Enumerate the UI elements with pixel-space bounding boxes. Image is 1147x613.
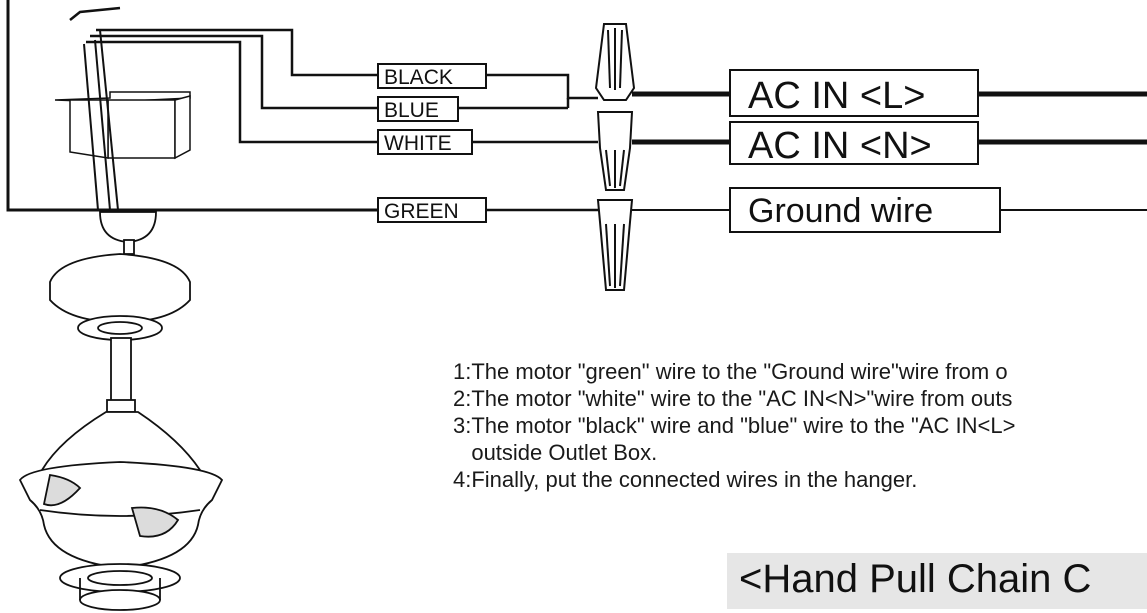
instruction-line-1: 1:The motor "green" wire to the "Ground … bbox=[453, 359, 1008, 384]
white-label: WHITE bbox=[384, 132, 452, 155]
fan-canopy-icon bbox=[49, 211, 191, 341]
ac-in-l-label: AC IN <L> bbox=[748, 75, 925, 117]
blue-wire-run bbox=[90, 34, 378, 110]
black-wire bbox=[69, 6, 121, 21]
green-label: GREEN bbox=[384, 200, 459, 223]
wire-nut-3-icon bbox=[596, 199, 634, 291]
white-wire-run bbox=[86, 40, 378, 144]
wire-nut-2-icon bbox=[596, 111, 634, 191]
black-wire-run bbox=[96, 28, 378, 77]
wire-nut-1-icon bbox=[594, 23, 636, 101]
ac-in-n-label: AC IN <N> bbox=[748, 125, 932, 167]
instruction-line-4: 4:Finally, put the connected wires in th… bbox=[453, 467, 918, 492]
ceiling-outline bbox=[6, 0, 378, 212]
black-blue-join bbox=[540, 73, 598, 100]
instruction-line-2: 2:The motor "white" wire to the "AC IN<N… bbox=[453, 386, 1013, 411]
motor-housing-icon bbox=[18, 411, 224, 611]
blue-label: BLUE bbox=[384, 99, 439, 122]
wire-nuts bbox=[594, 23, 636, 291]
section-title: <Hand Pull Chain C bbox=[727, 553, 1147, 609]
downrod-icon bbox=[106, 337, 136, 413]
supply-wires bbox=[632, 91, 1147, 211]
instruction-line-3-cont: outside Outlet Box. bbox=[453, 440, 658, 465]
black-label: BLACK bbox=[384, 66, 453, 89]
mounting-bracket-icon bbox=[54, 29, 191, 211]
motor-wires bbox=[69, 6, 598, 212]
wire-label-boxes bbox=[377, 63, 487, 223]
instruction-line-3: 3:The motor "black" wire and "blue" wire… bbox=[453, 413, 1016, 438]
ground-wire-label: Ground wire bbox=[748, 192, 933, 230]
supply-label-boxes bbox=[729, 69, 1001, 233]
